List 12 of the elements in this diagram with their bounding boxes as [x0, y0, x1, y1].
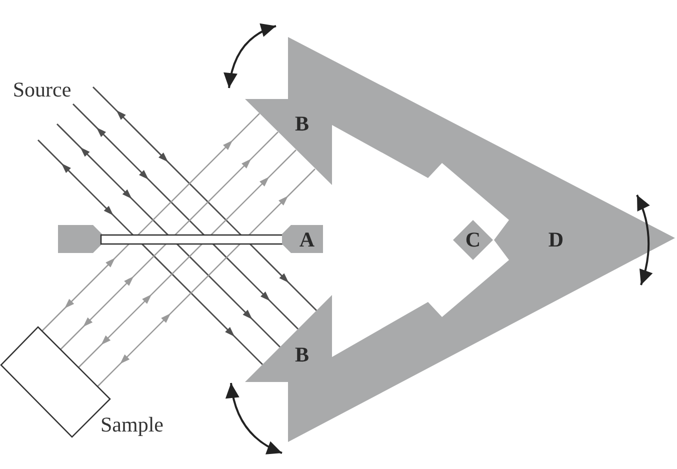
rod [101, 234, 283, 244]
part-label: B [295, 344, 309, 366]
part-label: C [465, 230, 481, 250]
part-label: Sample [100, 414, 164, 436]
part-label: B [295, 114, 309, 134]
part-label: Source [12, 80, 72, 100]
triangular-mount [245, 37, 675, 442]
rod-holder [282, 225, 323, 253]
part-label: D [548, 230, 564, 250]
part-label: A [299, 230, 315, 250]
diamond-block [453, 220, 493, 260]
rod-holder [58, 225, 102, 253]
